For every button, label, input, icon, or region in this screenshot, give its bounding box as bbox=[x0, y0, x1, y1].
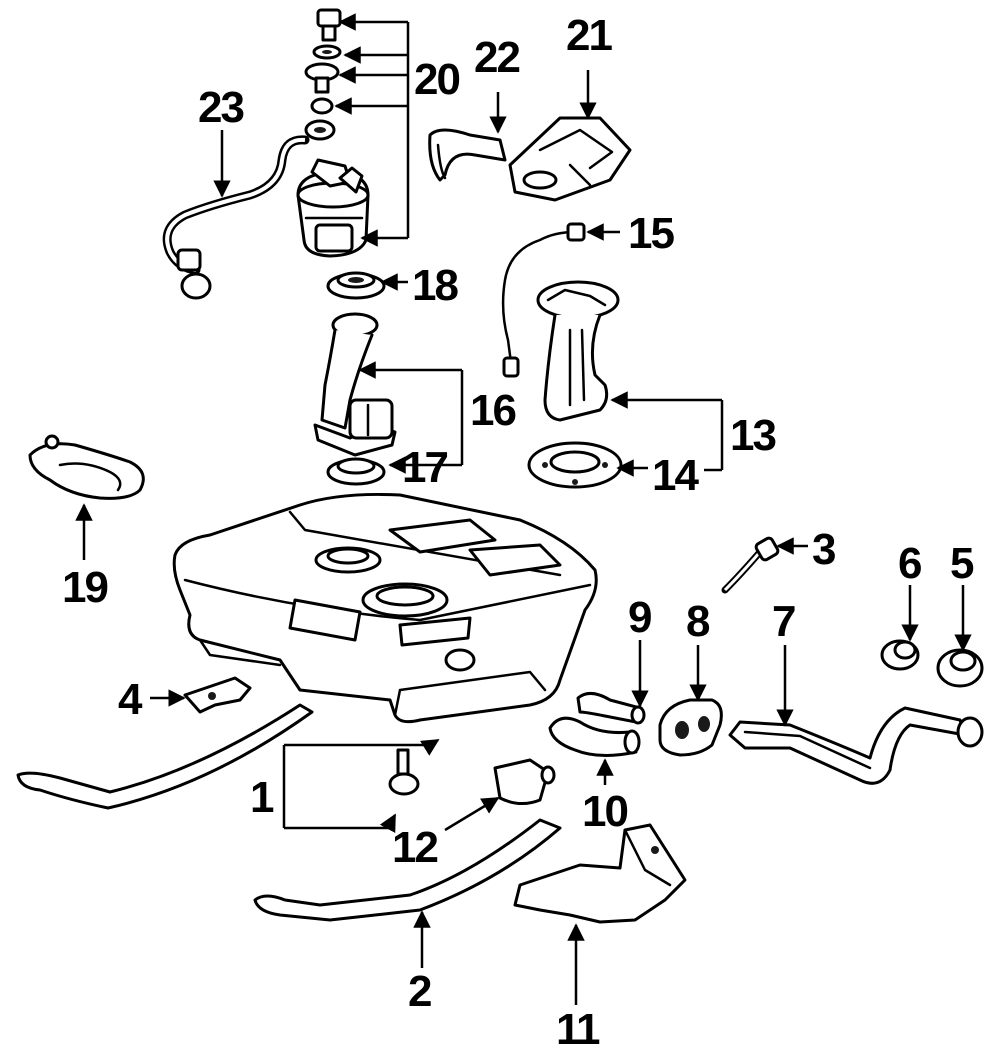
callout-16: 16 bbox=[470, 386, 515, 435]
vent-tube-part bbox=[721, 536, 780, 594]
pump-nut-part bbox=[304, 62, 340, 94]
callout-12: 12 bbox=[392, 823, 437, 872]
fuel-tank-part bbox=[172, 492, 598, 724]
callout-2: 2 bbox=[408, 967, 431, 1016]
pump-seal-part bbox=[326, 271, 386, 300]
tank-cover-part bbox=[508, 116, 632, 202]
callout-18: 18 bbox=[412, 261, 458, 310]
callout-1: 1 bbox=[250, 773, 274, 822]
heat-shield-part bbox=[28, 434, 145, 500]
tank-bracket-part bbox=[183, 676, 252, 714]
fuel-hose-part bbox=[162, 135, 310, 300]
tank-strap-left-part bbox=[16, 703, 314, 810]
callout-8: 8 bbox=[686, 597, 710, 646]
callout-23: 23 bbox=[198, 83, 243, 132]
callout-5: 5 bbox=[950, 539, 974, 588]
callout-17: 17 bbox=[402, 443, 447, 492]
callout-19: 19 bbox=[62, 563, 107, 612]
neck-gasket-part bbox=[326, 457, 386, 486]
callout-21: 21 bbox=[566, 11, 612, 60]
callout-20: 20 bbox=[414, 55, 459, 104]
callout-10: 10 bbox=[582, 787, 627, 836]
filler-neck-part bbox=[313, 312, 397, 457]
filler-pipe-part bbox=[728, 706, 984, 785]
strap-bolt-part bbox=[388, 748, 420, 796]
callout-13: 13 bbox=[730, 411, 775, 460]
sending-unit-part bbox=[536, 280, 620, 422]
callout-11: 11 bbox=[556, 1005, 600, 1052]
filler-cap-small-part bbox=[880, 639, 920, 671]
short-hose-part bbox=[576, 692, 646, 725]
pump-bolt-part bbox=[316, 8, 342, 42]
pump-grommet-part bbox=[304, 97, 336, 141]
tank-shield-part bbox=[513, 823, 687, 924]
fuel-pump-part bbox=[296, 158, 370, 258]
tank-strap-part bbox=[253, 818, 562, 922]
pump-strap-part bbox=[428, 128, 507, 182]
callout-6: 6 bbox=[898, 539, 921, 588]
callout-14: 14 bbox=[652, 451, 699, 500]
leader-lines bbox=[75, 13, 972, 1005]
callout-3: 3 bbox=[812, 525, 835, 574]
sender-wire-part bbox=[501, 222, 586, 378]
hose-clamp-part bbox=[493, 758, 556, 805]
pump-washer-part bbox=[312, 44, 342, 60]
lock-ring-part bbox=[527, 441, 623, 489]
callout-4: 4 bbox=[118, 675, 143, 724]
callout-15: 15 bbox=[628, 209, 674, 258]
callout-7: 7 bbox=[772, 597, 795, 646]
callout-9: 9 bbox=[628, 593, 651, 642]
filler-grommet-part bbox=[658, 698, 723, 757]
callout-22: 22 bbox=[474, 33, 519, 82]
filler-cap-part bbox=[936, 648, 984, 688]
filler-hose-part bbox=[548, 716, 641, 757]
